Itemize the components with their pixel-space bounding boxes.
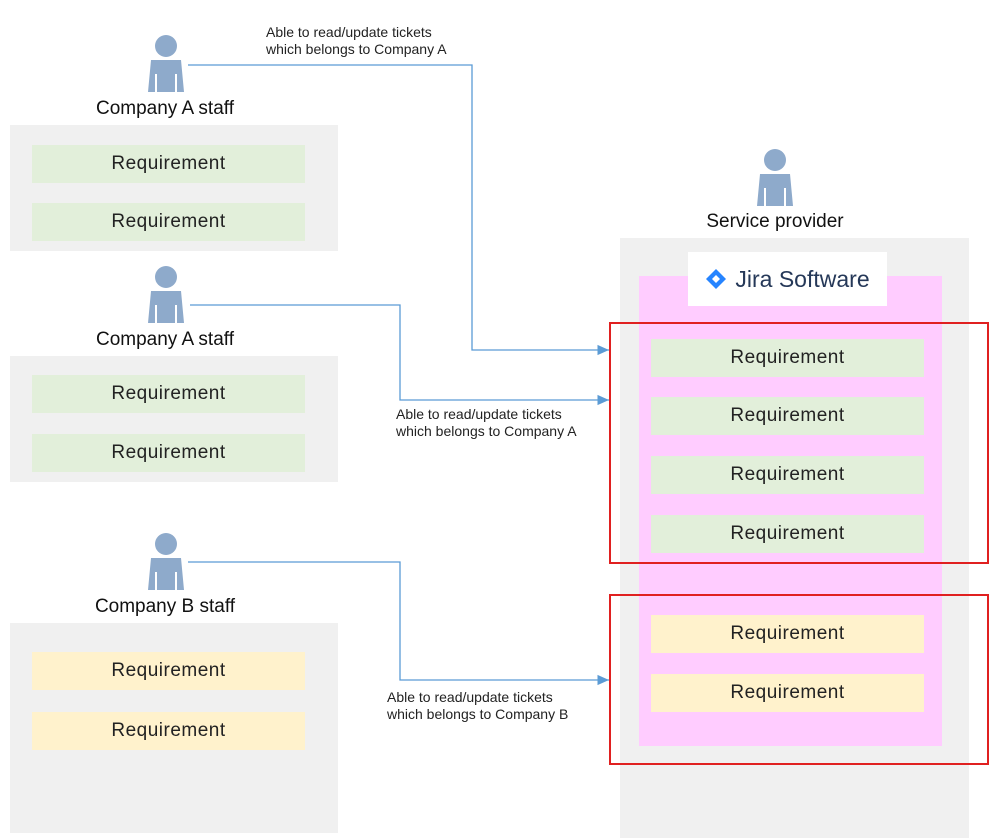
service-provider-label: Service provider bbox=[706, 211, 844, 232]
requirement-card[interactable]: Requirement bbox=[32, 652, 305, 690]
note-line: Able to read/update tickets bbox=[266, 24, 432, 40]
company-a2-note: Able to read/update tickets which belong… bbox=[396, 406, 577, 440]
requirement-card[interactable]: Requirement bbox=[651, 515, 924, 553]
connector-company-a1 bbox=[188, 64, 609, 356]
note-line: Able to read/update tickets bbox=[387, 689, 553, 705]
requirement-card[interactable]: Requirement bbox=[32, 145, 305, 183]
person-icon bbox=[148, 533, 184, 590]
company-b-note: Able to read/update tickets which belong… bbox=[387, 689, 568, 723]
note-line: which belongs to Company A bbox=[396, 423, 577, 439]
requirement-card[interactable]: Requirement bbox=[651, 397, 924, 435]
note-line: Able to read/update tickets bbox=[396, 406, 562, 422]
jira-diamond-icon bbox=[706, 269, 727, 289]
person-icon bbox=[148, 266, 184, 323]
jira-software-logo: Jira Software bbox=[688, 252, 887, 306]
connector-company-b bbox=[188, 561, 609, 686]
company-b-label: Company B staff bbox=[94, 596, 236, 617]
requirement-card[interactable]: Requirement bbox=[651, 615, 924, 653]
requirement-card[interactable]: Requirement bbox=[32, 712, 305, 750]
requirement-card[interactable]: Requirement bbox=[651, 456, 924, 494]
company-a1-note: Able to read/update tickets which belong… bbox=[266, 24, 447, 58]
company-b-highlight-box bbox=[609, 594, 989, 765]
requirement-card[interactable]: Requirement bbox=[32, 375, 305, 413]
person-icon bbox=[148, 35, 184, 92]
requirement-card[interactable]: Requirement bbox=[651, 674, 924, 712]
requirement-card[interactable]: Requirement bbox=[651, 339, 924, 377]
note-line: which belongs to Company A bbox=[266, 41, 447, 57]
connector-company-a2 bbox=[190, 304, 609, 406]
requirement-card[interactable]: Requirement bbox=[32, 203, 305, 241]
person-icon bbox=[757, 149, 793, 206]
company-a2-label: Company A staff bbox=[95, 329, 234, 350]
company-a-highlight-box bbox=[609, 322, 989, 564]
jira-software-text: Jira Software bbox=[735, 265, 870, 292]
note-line: which belongs to Company B bbox=[387, 706, 569, 722]
requirement-card[interactable]: Requirement bbox=[32, 434, 305, 472]
company-a1-label: Company A staff bbox=[95, 98, 234, 119]
